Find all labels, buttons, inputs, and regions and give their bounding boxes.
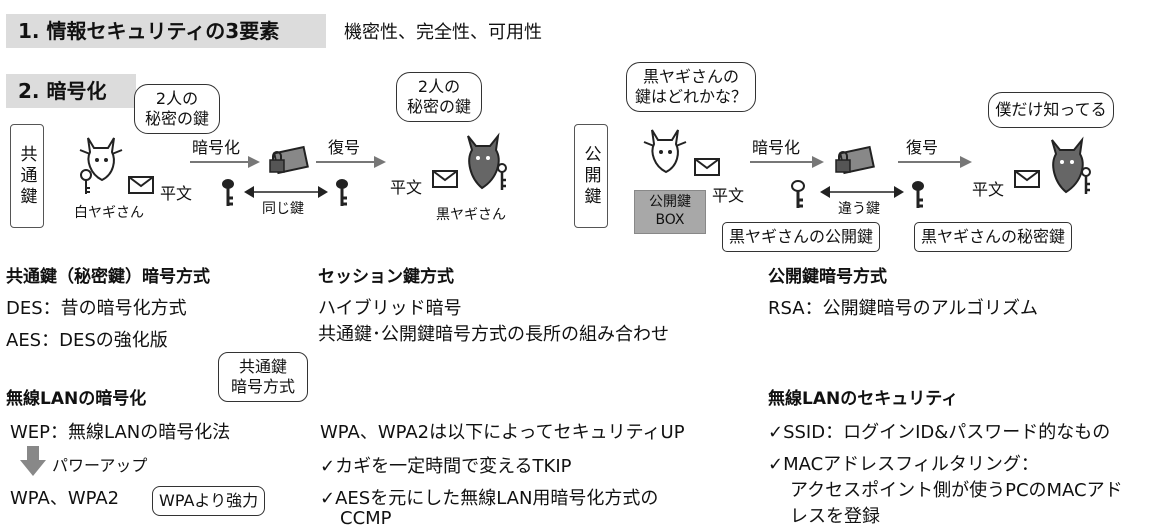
col1-heading: 共通鍵（秘密鍵）暗号方式	[6, 267, 210, 287]
common-plain-right: 平文	[390, 178, 423, 197]
public-encrypt-label: 暗号化	[752, 138, 801, 157]
wlan-sec-item-1: ✓SSID：ログインID&パスワード的なもの	[768, 422, 1111, 443]
common-bubble-right: 2人の 秘密の鍵	[396, 72, 482, 122]
double-arrow-icon	[820, 186, 904, 198]
public-key-box: 公開鍵 BOX	[634, 190, 706, 234]
public-key-callout: 黒ヤギさんの公開鍵	[722, 222, 881, 252]
wlan-sec-heading: 無線LANのセキュリティ	[768, 389, 959, 409]
common-plain-left: 平文	[160, 184, 193, 203]
arrow-right-icon	[898, 156, 972, 168]
down-arrow-icon	[20, 446, 46, 476]
envelope-icon	[432, 170, 458, 188]
section1-title: 1. 情報セキュリティの3要素	[18, 19, 280, 43]
public-key-label: 公開鍵	[574, 124, 608, 228]
same-key-label: 同じ鍵	[262, 201, 304, 217]
black-goat-name: 黒ヤギさん	[436, 207, 506, 223]
key-icon	[222, 179, 234, 206]
col3-line-1: RSA：公開鍵暗号のアルゴリズム	[768, 298, 1039, 319]
wep-line: WEP：無線LANの暗号化法	[10, 422, 231, 443]
double-arrow-icon	[244, 186, 328, 198]
section1-bar: 1. 情報セキュリティの3要素	[6, 14, 326, 48]
locked-envelope-icon	[269, 145, 309, 175]
common-encrypt-label: 暗号化	[192, 138, 241, 157]
section2-bar: 2. 暗号化	[6, 74, 136, 108]
envelope-icon	[128, 176, 154, 194]
black-goat-icon	[467, 132, 507, 190]
private-key-callout: 黒ヤギさんの秘密鍵	[914, 222, 1073, 252]
section2-title: 2. 暗号化	[18, 79, 107, 103]
wpa-item-1: ✓カギを一定時間で変えるTKIP	[320, 456, 572, 477]
col1-line-2: AES：DESの強化版	[6, 330, 168, 351]
public-bubble-left: 黒ヤギさんの 鍵はどれかな？	[626, 62, 756, 112]
col2-heading: セッション鍵方式	[318, 267, 454, 287]
envelope-icon	[694, 158, 720, 176]
public-plain-left: 平文	[712, 186, 745, 205]
envelope-icon	[1014, 170, 1040, 188]
locked-envelope-icon	[835, 145, 875, 175]
key-icon	[336, 179, 348, 206]
wpa-note: WPAより強力	[152, 486, 266, 516]
arrow-right-icon	[190, 156, 260, 168]
common-key-label: 共通鍵	[10, 124, 44, 228]
wpa-item-2: ✓AESを元にした無線LAN用暗号化方式の	[320, 488, 659, 509]
public-bubble-right: 僕だけ知ってる	[988, 92, 1114, 128]
white-goat-name: 白ヤギさん	[74, 205, 144, 221]
wpa-item-3: CCMP	[340, 508, 392, 529]
black-goat-icon	[1051, 136, 1091, 194]
section1-content: 機密性、完全性、可用性	[344, 22, 542, 43]
key-icon	[791, 180, 805, 208]
col2-line-2: 共通鍵･公開鍵暗号方式の長所の組み合わせ	[318, 324, 669, 345]
public-decrypt-label: 復号	[906, 138, 939, 157]
wlan-enc-heading: 無線LANの暗号化	[6, 389, 147, 409]
wpa-intro: WPA、WPA2は以下によってセキュリティUP	[320, 422, 685, 443]
arrow-right-icon	[750, 156, 824, 168]
public-plain-right: 平文	[972, 180, 1005, 199]
common-bubble-left: 2人の 秘密の鍵	[134, 84, 220, 134]
wlan-sec-item-2: ✓MACアドレスフィルタリング：	[768, 454, 1039, 475]
key-icon	[912, 181, 924, 208]
diff-key-label: 違う鍵	[838, 201, 880, 217]
col2-line-1: ハイブリッド暗号	[318, 298, 462, 319]
col3-heading: 公開鍵暗号方式	[768, 267, 887, 287]
common-decrypt-label: 復号	[328, 138, 361, 157]
col1-line-1: DES：昔の暗号化方式	[6, 298, 187, 319]
arrow-right-icon	[316, 156, 386, 168]
powerup-label: パワーアップ	[52, 456, 148, 475]
key-icon	[80, 169, 92, 194]
white-goat-icon	[79, 137, 123, 182]
wlan-sec-item-4: レスを登録	[790, 506, 880, 527]
wlan-sec-item-3: アクセスポイント側が使うPCのMACアド	[790, 480, 1123, 501]
wpa-line: WPA、WPA2	[10, 488, 120, 509]
wlan-enc-bubble: 共通鍵 暗号方式	[218, 352, 308, 402]
white-goat-icon	[643, 129, 687, 174]
